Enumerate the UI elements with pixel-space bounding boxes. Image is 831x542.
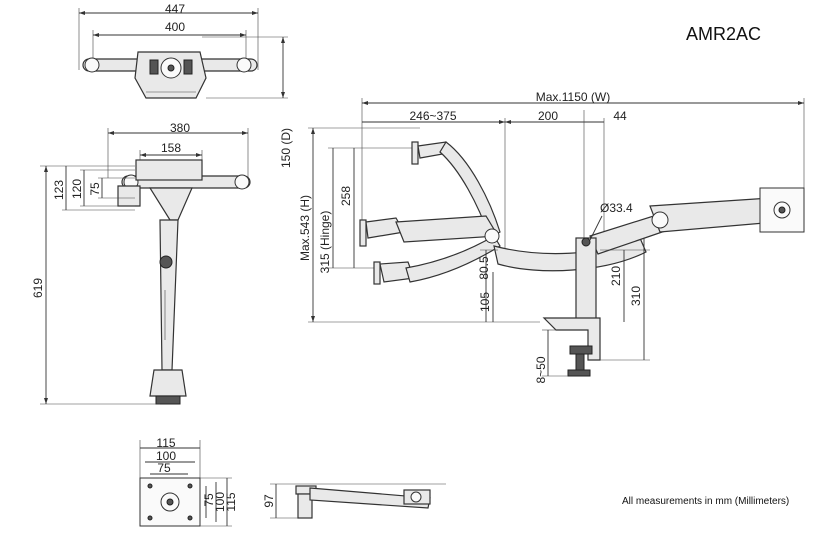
front-view: 380 158 123 120 75: [31, 121, 251, 405]
low-pole: [297, 493, 313, 519]
vesa-plate-view: 115 100 75 75 100 115: [139, 436, 238, 527]
monitor-plate-upper: [411, 141, 419, 165]
dim-115-w: 115: [156, 436, 175, 450]
dim-max-height: Max.543 (H): [298, 195, 312, 261]
measurement-note: All measurements in mm (Millimeters): [622, 496, 790, 507]
dim-max-width: Max.1150 (W): [536, 90, 610, 104]
dim-44: 44: [613, 109, 627, 123]
dim-400: 400: [165, 20, 185, 34]
dim-246-375: 246~375: [409, 109, 456, 123]
dim-123: 123: [52, 180, 66, 200]
monitor-plate-lower: [373, 261, 381, 285]
dim-75-front: 75: [88, 182, 102, 196]
dim-380: 380: [170, 121, 190, 135]
front-vesa-plate: [117, 185, 141, 207]
dim-158: 158: [161, 141, 181, 155]
main-arm: [493, 237, 647, 272]
dim-100-h: 100: [213, 492, 227, 512]
side-pole: [575, 237, 597, 321]
dim-pole-diameter: Ø33.4: [600, 201, 633, 215]
dim-75-h: 75: [202, 493, 216, 507]
dim-310: 310: [629, 286, 643, 306]
dim-150-depth: 150 (D): [279, 128, 293, 168]
right-forearm: [649, 197, 777, 233]
model-number: AMR2AC: [686, 24, 762, 44]
front-pole: [159, 219, 179, 371]
dim-80-5: 80.5: [477, 256, 491, 280]
low-arm: [309, 487, 431, 509]
low-profile-view: 97: [262, 483, 446, 519]
elbow-hinge: [484, 228, 500, 244]
right-monitor-knob: [236, 57, 252, 73]
dim-120: 120: [70, 179, 84, 199]
dim-115-h: 115: [224, 492, 238, 511]
forearm-middle-position: [395, 215, 500, 243]
dim-100-w: 100: [156, 449, 176, 463]
dim-clamp-range: 8~50: [534, 356, 548, 383]
dim-258: 258: [339, 186, 353, 206]
dim-75-w: 75: [157, 461, 171, 475]
dim-hinge: 315 (Hinge): [318, 211, 332, 274]
front-hub: [135, 159, 203, 181]
dim-619: 619: [31, 278, 45, 298]
forearm-lower-position: [405, 235, 501, 283]
dim-97: 97: [262, 494, 276, 508]
dim-447: 447: [165, 2, 185, 16]
front-clamp: [149, 369, 187, 397]
top-view: 447 400 150 (D): [78, 2, 293, 168]
side-view: Max.1150 (W) 246~375 200 44 Max.543 (H) …: [298, 90, 805, 384]
left-monitor-knob: [84, 57, 100, 73]
monitor-plate-middle: [359, 219, 367, 247]
dim-200: 200: [538, 109, 558, 123]
dim-210: 210: [609, 266, 623, 286]
dim-105: 105: [478, 292, 492, 312]
